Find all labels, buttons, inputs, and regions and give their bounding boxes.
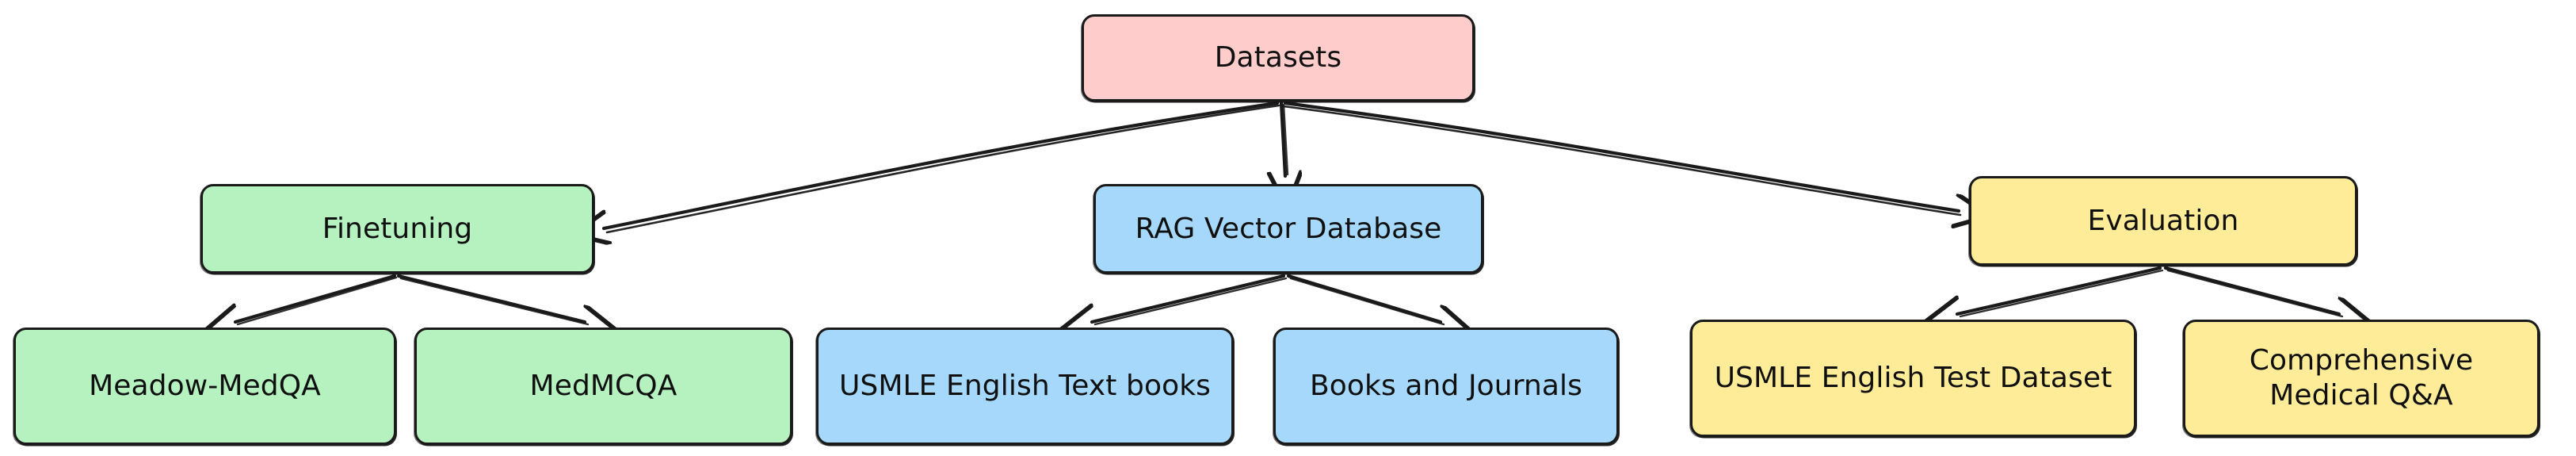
node-medmcqa-label: MedMCQA — [529, 370, 677, 403]
edge-evaluation-to-usmle-test-dataset-sketch — [1959, 269, 2164, 318]
edge-rag-to-usmle-text-books — [1092, 274, 1286, 322]
node-rag-vector-database-label: RAG Vector Database — [1135, 212, 1442, 245]
node-books-and-journals[interactable]: Books and Journals — [1273, 328, 1619, 445]
edge-rag-to-usmle-text-books-sketch — [1093, 277, 1288, 326]
edge-evaluation-to-usmle-test-dataset — [1957, 266, 2162, 314]
edge-datasets-to-rag — [1281, 101, 1285, 176]
edge-evaluation-to-comprehensive-medical-qa — [2163, 266, 2339, 314]
edge-finetuning-to-meadow-medqa-sketch — [236, 276, 398, 326]
node-evaluation[interactable]: Evaluation — [1969, 176, 2357, 266]
node-usmle-english-test-dataset[interactable]: USMLE English Test Dataset — [1690, 320, 2136, 437]
node-finetuning-label: Finetuning — [322, 212, 473, 245]
node-meadow-medqa-label: Meadow-MedQA — [89, 370, 321, 403]
node-finetuning[interactable]: Finetuning — [200, 184, 594, 274]
node-usmle-english-text-books[interactable]: USMLE English Text books — [816, 328, 1234, 445]
edge-rag-to-books-and-journals-sketch — [1289, 277, 1445, 326]
node-datasets-label: Datasets — [1214, 41, 1342, 75]
node-usmle-english-text-books-label: USMLE English Text books — [838, 370, 1212, 403]
edge-datasets-to-rag-sketch — [1282, 103, 1289, 176]
node-books-and-journals-label: Books and Journals — [1309, 370, 1583, 403]
edge-finetuning-to-medmcqa-sketch — [399, 277, 590, 326]
edge-rag-to-books-and-journals — [1286, 274, 1441, 322]
node-comprehensive-medical-qa-label: Comprehensive Medical Q&A — [2249, 344, 2474, 412]
node-datasets[interactable]: Datasets — [1082, 14, 1475, 102]
node-usmle-english-test-dataset-label: USMLE English Test Dataset — [1714, 362, 2112, 395]
node-medmcqa[interactable]: MedMCQA — [414, 328, 792, 445]
node-evaluation-label: Evaluation — [2087, 204, 2239, 237]
node-comprehensive-medical-qa[interactable]: Comprehensive Medical Q&A — [2183, 320, 2540, 437]
node-meadow-medqa[interactable]: Meadow-MedQA — [13, 328, 396, 445]
edge-evaluation-to-comprehensive-medical-qa-sketch — [2166, 269, 2344, 318]
edge-finetuning-to-medmcqa — [396, 274, 585, 322]
node-rag-vector-database[interactable]: RAG Vector Database — [1093, 184, 1483, 274]
edge-finetuning-to-meadow-medqa — [235, 274, 397, 322]
